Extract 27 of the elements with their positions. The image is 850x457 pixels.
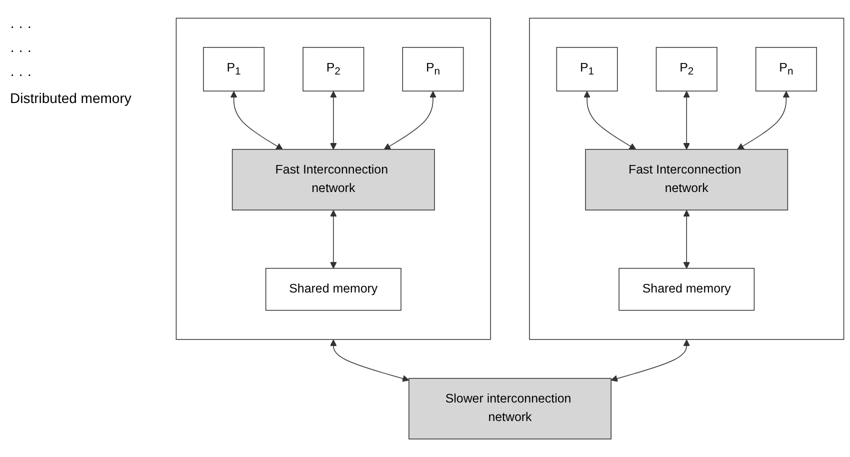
node-box: Fast Interconnection network bbox=[585, 148, 788, 210]
node-box: P$_{n}$ bbox=[755, 46, 817, 92]
node-box: P$_{2}$ bbox=[302, 46, 364, 92]
node-box: Fast Interconnection network bbox=[232, 148, 435, 210]
note-label: · · · bbox=[10, 66, 33, 82]
cluster bbox=[176, 18, 491, 340]
arrow bbox=[330, 339, 410, 382]
arrow bbox=[683, 210, 690, 269]
note-label: Distributed memory bbox=[10, 90, 132, 106]
arrow bbox=[384, 90, 436, 150]
node-box: Shared memory bbox=[265, 268, 402, 311]
node-box: P$_{1}$ bbox=[203, 46, 265, 92]
node-box: P$_{2}$ bbox=[656, 46, 718, 92]
arrow bbox=[683, 90, 690, 150]
note-label: · · · bbox=[10, 18, 33, 34]
node-box: Slower interconnection network bbox=[408, 378, 612, 440]
node-box: P$_{n}$ bbox=[402, 46, 464, 92]
arrow bbox=[737, 90, 790, 150]
arrow bbox=[584, 90, 636, 150]
node-box: P$_{1}$ bbox=[556, 46, 618, 92]
arrow bbox=[330, 210, 337, 269]
arrow bbox=[330, 90, 337, 150]
arrow bbox=[610, 339, 690, 382]
node-box: Shared memory bbox=[618, 268, 755, 311]
note-label: · · · bbox=[10, 42, 33, 58]
arrow bbox=[230, 90, 283, 150]
cluster bbox=[529, 18, 844, 340]
